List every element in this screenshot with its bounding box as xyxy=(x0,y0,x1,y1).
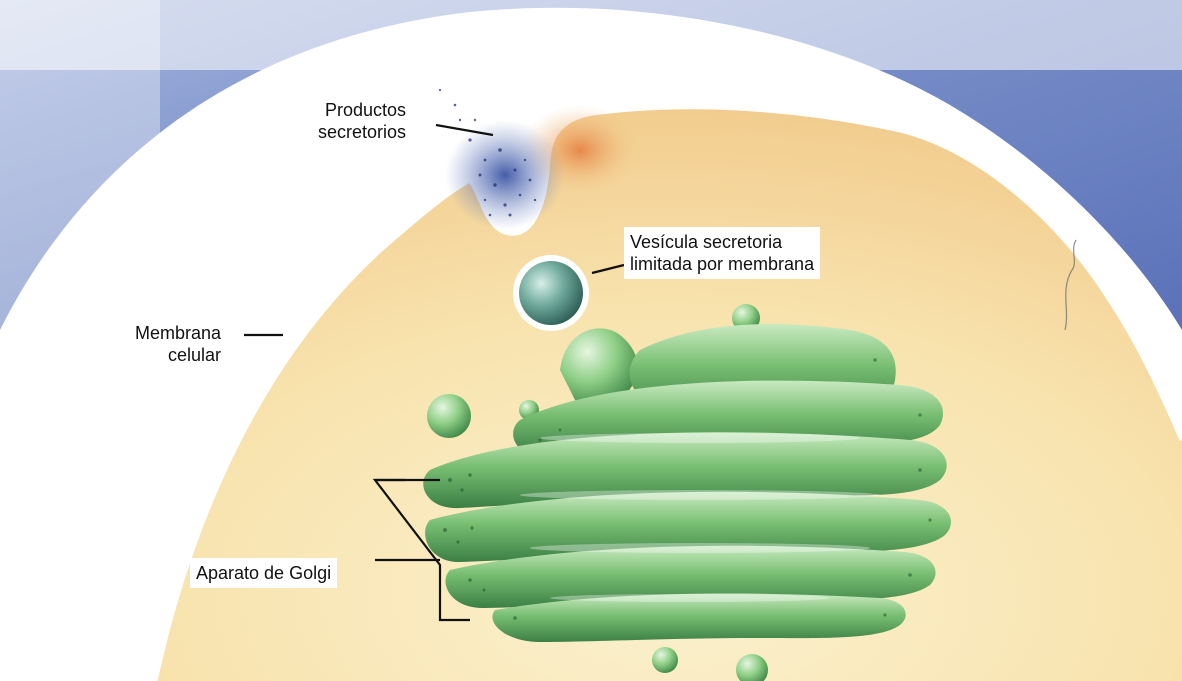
secretory-products-line2: secretorios xyxy=(318,121,406,143)
cell-membrane-line2: celular xyxy=(135,344,221,366)
secretory-products-line1: Productos xyxy=(318,99,406,121)
secretory-vesicle-line1: Vesícula secretoria xyxy=(630,231,814,253)
golgi-apparatus-label: Aparato de Golgi xyxy=(190,558,337,588)
secretory-vesicle-label: Vesícula secretoria limitada por membran… xyxy=(624,227,820,279)
secretory-product-cloud xyxy=(445,120,565,230)
secretory-vesicle xyxy=(513,255,589,331)
secretory-products-label: Productos secretorios xyxy=(312,95,412,147)
secretory-vesicle-line2: limitada por membrana xyxy=(630,253,814,275)
cell-membrane-line1: Membrana xyxy=(135,322,221,344)
cell-membrane-label: Membrana celular xyxy=(129,318,227,370)
golgi-apparatus-line1: Aparato de Golgi xyxy=(196,562,331,584)
